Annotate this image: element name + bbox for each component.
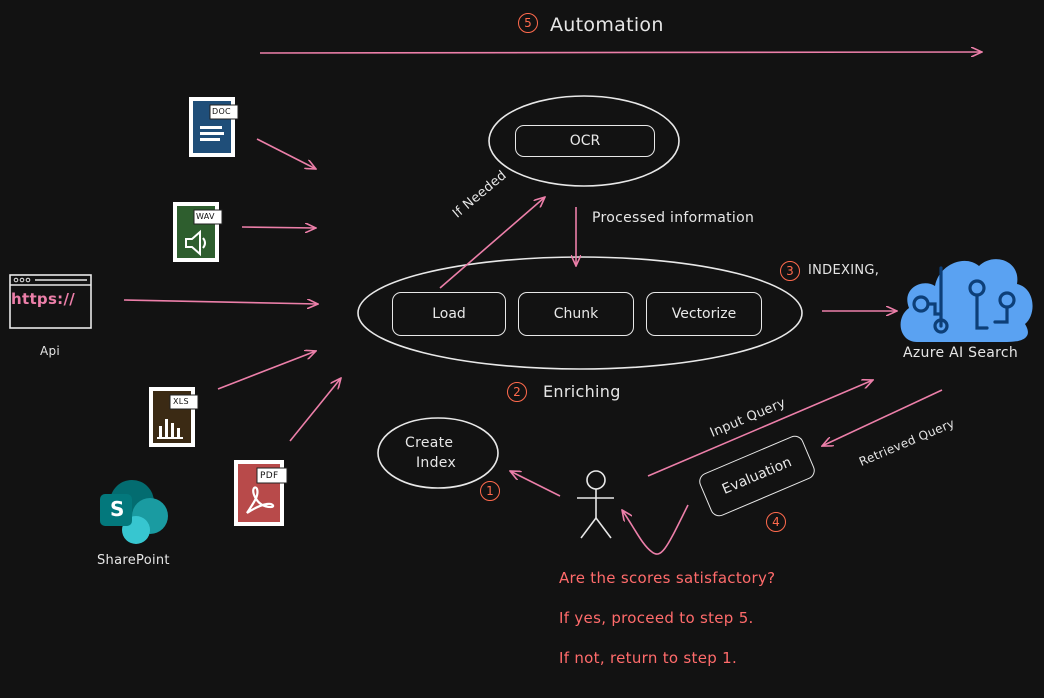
ocr-ellipse [488,95,680,187]
xls-file-icon [149,387,199,447]
indexing-step-badge: 3 [780,261,800,281]
wav-arrow [241,227,316,228]
user-stick-figure [577,470,614,539]
automation-label: Automation [550,14,664,36]
xls-arrow [217,351,316,390]
azure-ai-search-label: Azure AI Search [903,345,1019,361]
processed-information-label: Processed information [592,210,755,226]
azure-cloud-icon [900,259,1033,342]
enriching-label: Enriching [543,382,621,401]
api-label: Api [40,344,61,358]
create-index-line2: Index [416,455,457,471]
pdf-arrow [289,378,341,442]
indexing-label: INDEXING, [808,263,880,278]
wav-label: WAV [196,212,215,221]
ocr-box: OCR [515,125,655,157]
doc-file-icon [189,97,239,157]
create-index-ellipse [377,417,499,489]
automation-arrow [259,52,982,53]
if-needed-arrow [439,197,545,289]
load-label: Load [432,306,466,322]
vectorize-label: Vectorize [671,306,737,322]
api-url-text: https:// [11,290,76,308]
retrieved-query-arrow [822,389,943,446]
pdf-label: PDF [260,471,279,481]
load-box: Load [392,292,506,336]
browser-window-icon [9,274,92,329]
evaluation-return-arrow [622,504,689,555]
sharepoint-label: SharePoint [97,553,170,568]
automation-step-badge: 5 [518,13,538,33]
input-query-arrow [647,380,873,477]
if-yes-note: If yes, proceed to step 5. [559,609,754,627]
satisfaction-question: Are the scores satisfactory? [559,569,776,587]
doc-label: DOC [212,107,231,116]
pdf-file-icon [234,460,288,526]
create-index-arrow [510,471,561,497]
xls-label: XLS [173,397,189,406]
create-index-step-badge: 1 [480,481,500,501]
chunk-box: Chunk [518,292,634,336]
sharepoint-logo-icon [100,480,168,544]
create-index-line1: Create [405,435,454,451]
doc-arrow [256,138,316,169]
api-arrow [123,300,318,304]
ocr-label: OCR [569,133,601,149]
vectorize-box: Vectorize [646,292,762,336]
enriching-step-badge: 2 [507,382,527,402]
chunk-label: Chunk [553,306,599,322]
if-not-note: If not, return to step 1. [559,649,738,667]
evaluation-step-badge: 4 [766,512,786,532]
sharepoint-logo-letter: S [110,497,125,521]
wav-file-icon [173,202,223,262]
